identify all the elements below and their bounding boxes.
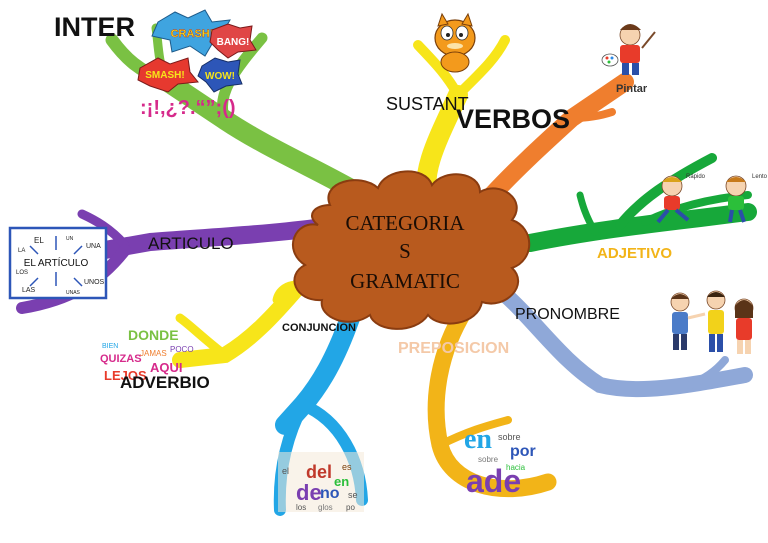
svg-text:DONDE: DONDE xyxy=(128,327,179,343)
svg-text:UNA: UNA xyxy=(86,243,101,250)
svg-text:SMASH!: SMASH! xyxy=(145,70,184,81)
svg-text:CRASH!: CRASH! xyxy=(171,28,214,40)
central-line-1: CATEGORIA xyxy=(346,211,466,235)
svg-text:UNOS: UNOS xyxy=(84,279,105,286)
kids-pointing-illustration xyxy=(670,290,754,354)
label-sustantivo: SUSTANT xyxy=(386,94,469,114)
branch-pronombre xyxy=(492,282,753,398)
svg-text:no: no xyxy=(320,485,340,502)
label-preposicion: PREPOSICION xyxy=(398,340,510,357)
svg-text:POCO: POCO xyxy=(170,345,194,354)
svg-text:se: se xyxy=(348,490,358,500)
svg-text:UNAS: UNAS xyxy=(66,290,81,296)
svg-text:WOW!: WOW! xyxy=(205,71,235,82)
branch-verbos xyxy=(483,73,634,204)
svg-text:LEJOS: LEJOS xyxy=(104,368,147,383)
svg-text:de: de xyxy=(296,480,322,505)
svg-text:UN: UN xyxy=(66,236,74,242)
articulo-sticker: EL LA LOS LAS UN UNA UNOS UNAS EL ARTÍCU… xyxy=(8,226,108,300)
label-pronombre: PRONOMBRE xyxy=(515,306,620,323)
lento-label: Lento xyxy=(752,174,768,180)
interjection-sticker: CRASH! BANG! SMASH! WOW! xyxy=(137,9,257,93)
svg-text:LAS: LAS xyxy=(22,287,36,294)
rapido-label: Rápido xyxy=(686,174,706,180)
svg-text:sobre: sobre xyxy=(478,455,499,464)
svg-text:del: del xyxy=(306,462,332,482)
svg-text:BANG!: BANG! xyxy=(217,37,250,48)
svg-text:el: el xyxy=(282,466,289,476)
running-kids-illustration xyxy=(656,175,747,224)
conjuncion-word-cloud: del de no el es en se los glos po xyxy=(278,452,364,512)
svg-text:JAMAS: JAMAS xyxy=(140,349,167,358)
svg-text:por: por xyxy=(510,443,536,460)
label-articulo: ARTICULO xyxy=(148,234,234,253)
pintar-label: Pintar xyxy=(616,83,648,95)
svg-text:es: es xyxy=(342,462,352,472)
branch-adjetivo xyxy=(521,153,757,252)
articulo-center-text: EL ARTÍCULO xyxy=(24,256,89,269)
svg-text:BIEN: BIEN xyxy=(102,343,118,350)
adverbio-word-cloud: DONDE QUIZAS JAMAS LEJOS AQUI POCO BIEN xyxy=(100,327,194,383)
branch-preposicion xyxy=(427,301,557,498)
painter-illustration xyxy=(601,24,656,75)
label-verbos: VERBOS xyxy=(456,104,571,134)
svg-text:ade: ade xyxy=(466,463,521,499)
central-node: CATEGORIA S GRAMATIC xyxy=(292,170,531,330)
svg-text:LA: LA xyxy=(18,248,25,254)
preposicion-word-cloud: en sobre sobre por ade hacia xyxy=(464,424,536,499)
label-interjecciones: INTER xyxy=(54,12,135,42)
svg-text:en: en xyxy=(464,424,492,455)
label-conjuncion: CONJUNCION xyxy=(282,322,356,334)
svg-text:los: los xyxy=(296,503,306,512)
cat-illustration xyxy=(434,12,476,73)
svg-text:AQUI: AQUI xyxy=(150,360,183,375)
svg-text:en: en xyxy=(334,474,349,489)
svg-text:glos: glos xyxy=(318,503,333,512)
central-line-2: S xyxy=(399,239,411,263)
central-line-3: GRAMATIC xyxy=(350,269,460,293)
svg-text:LOS: LOS xyxy=(16,270,28,276)
label-adverbio: ADVERBIO xyxy=(120,373,210,392)
label-adjetivo: ADJETIVO xyxy=(597,245,673,262)
svg-text:sobre: sobre xyxy=(498,432,521,442)
punctuation-sticker: :¡!,¿?.“”;() xyxy=(140,97,236,119)
svg-text:EL: EL xyxy=(34,236,44,245)
svg-text:po: po xyxy=(346,503,355,512)
svg-text:hacia: hacia xyxy=(506,463,526,472)
svg-text:QUIZAS: QUIZAS xyxy=(100,353,142,365)
